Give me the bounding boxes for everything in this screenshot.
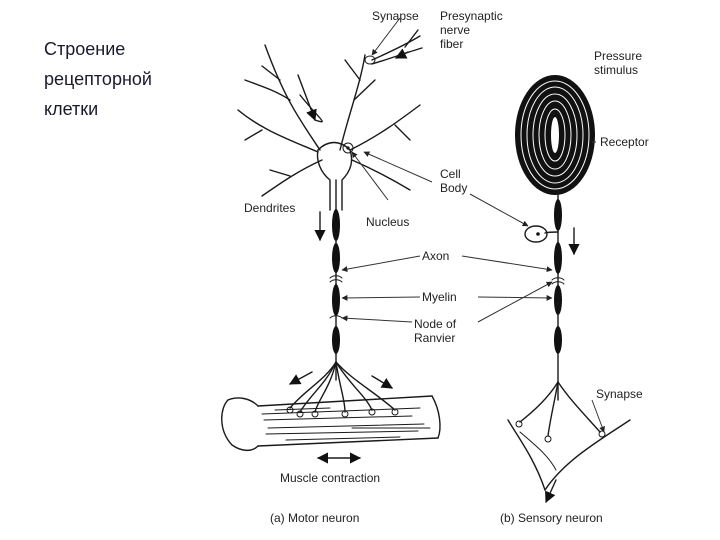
label-axon: Axon <box>422 249 449 263</box>
label-presynaptic-1: Presynaptic <box>440 9 503 23</box>
label-presynaptic-2: nerve <box>440 23 470 37</box>
label-pressure-1: Pressure <box>594 49 642 63</box>
slide-title: Строение рецепторной клетки <box>44 34 214 124</box>
sensory-cell-body <box>524 225 548 243</box>
title-line-3: клетки <box>44 99 99 119</box>
label-myelin: Myelin <box>422 290 457 304</box>
label-nucleus: Nucleus <box>366 215 409 229</box>
receptor-corpuscle <box>515 75 595 195</box>
label-dendrites: Dendrites <box>244 201 295 215</box>
label-muscle-contraction: Muscle contraction <box>280 471 380 485</box>
label-synapse-bottom: Synapse <box>596 387 643 401</box>
motor-neuron <box>221 29 441 464</box>
label-cell-body-2: Body <box>440 181 467 195</box>
sensory-neuron <box>507 75 631 504</box>
motor-myelin <box>332 209 340 354</box>
label-node-2: Ranvier <box>414 331 455 345</box>
caption-motor-neuron: (a) Motor neuron <box>270 511 359 525</box>
sensory-myelin <box>554 199 562 354</box>
title-line-2: рецепторной <box>44 69 152 89</box>
muscle-fiber <box>221 395 441 452</box>
dendrites <box>237 29 423 197</box>
sensory-terminals <box>507 381 631 491</box>
caption-sensory-neuron: (b) Sensory neuron <box>500 511 603 525</box>
label-receptor: Receptor <box>600 135 649 149</box>
label-cell-body-1: Cell <box>440 167 461 181</box>
label-synapse-top: Synapse <box>372 9 419 23</box>
motor-cell-body <box>316 149 353 211</box>
leader-lines <box>341 17 605 433</box>
label-presynaptic-3: fiber <box>440 37 463 51</box>
label-pressure-2: stimulus <box>594 63 638 77</box>
label-node-1: Node of <box>414 317 457 331</box>
nucleus-circle <box>342 142 354 154</box>
title-line-1: Строение <box>44 39 126 59</box>
